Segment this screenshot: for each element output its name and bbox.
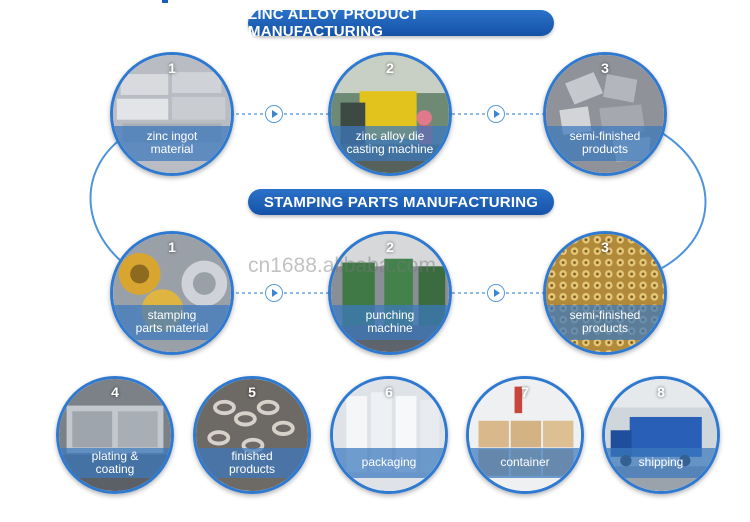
- stamping-step-3: 3 semi-finished products: [543, 231, 667, 355]
- step-label: container: [469, 448, 581, 478]
- step-number: 3: [601, 60, 609, 76]
- step-number: 1: [168, 60, 176, 76]
- final-step-4: 4 plating & coating: [56, 376, 174, 494]
- zinc-alloy-banner: ZINC ALLOY PRODUCT MANUFACTURING: [248, 6, 554, 40]
- step-label: plating & coating: [59, 448, 171, 478]
- step-number: 8: [657, 384, 665, 400]
- step-label: packaging: [333, 448, 445, 478]
- zinc-step-2: 2 zinc alloy die casting machine: [328, 52, 452, 176]
- step-number: 6: [385, 384, 393, 400]
- final-step-8: 8 shipping: [602, 376, 720, 494]
- step-label: semi-finished products: [546, 304, 664, 341]
- stamping-step-1: 1 stamping parts material: [110, 231, 234, 355]
- step-number: 1: [168, 239, 176, 255]
- next-arrow-icon: [487, 105, 505, 123]
- step-label: finished products: [196, 448, 308, 478]
- step-number: 7: [521, 384, 529, 400]
- top-marker: [162, 0, 168, 3]
- step-label: stamping parts material: [113, 304, 231, 341]
- final-step-6: 6 packaging: [330, 376, 448, 494]
- step-number: 5: [248, 384, 256, 400]
- next-arrow-icon: [265, 105, 283, 123]
- step-number: 2: [386, 239, 394, 255]
- final-step-5: 5 finished products: [193, 376, 311, 494]
- step-number: 3: [601, 239, 609, 255]
- stamping-parts-banner: STAMPING PARTS MANUFACTURING: [248, 189, 554, 215]
- step-label: zinc ingot material: [113, 125, 231, 162]
- step-number: 4: [111, 384, 119, 400]
- zinc-step-3: 3 semi-finished products: [543, 52, 667, 176]
- zinc-step-1: 1 zinc ingot material: [110, 52, 234, 176]
- step-label: shipping: [605, 448, 717, 478]
- step-label: zinc alloy die casting machine: [331, 125, 449, 162]
- next-arrow-icon: [487, 284, 505, 302]
- next-arrow-icon: [265, 284, 283, 302]
- watermark-text: cn1688.alibaba.com: [248, 254, 436, 277]
- step-number: 2: [386, 60, 394, 76]
- final-step-7: 7 container: [466, 376, 584, 494]
- step-label: semi-finished products: [546, 125, 664, 162]
- step-label: punching machine: [331, 304, 449, 341]
- stamping-step-2: 2 punching machine: [328, 231, 452, 355]
